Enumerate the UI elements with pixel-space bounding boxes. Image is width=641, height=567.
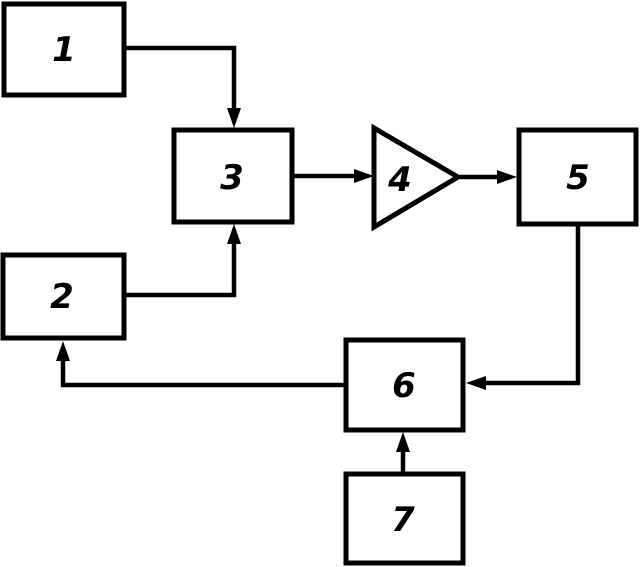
wire-5-to-6: [482, 225, 581, 386]
connections: [56, 45, 581, 474]
block-3-frame: [171, 127, 295, 225]
block-1: 1: [1, 1, 127, 98]
arrowhead-into-3-bottom: [227, 224, 241, 244]
block-7-label: 7: [391, 500, 415, 540]
block-6: 6: [343, 337, 466, 433]
block-3-label: 3: [220, 158, 244, 198]
arrowhead-into-6-bottom: [396, 432, 410, 452]
wire-1-to-3: [124, 45, 237, 112]
block-2: 2: [0, 252, 127, 341]
block-2-frame: [0, 252, 127, 341]
block-3: 3: [171, 127, 295, 225]
block-7: 7: [343, 471, 466, 566]
block-5-label: 5: [566, 158, 590, 198]
block-2-label: 2: [50, 277, 74, 317]
block-4-label: 4: [387, 160, 412, 200]
arrowhead-into-4: [354, 169, 374, 183]
block-4-triangle: [371, 123, 463, 232]
block-6-frame: [343, 337, 466, 433]
arrowhead-into-5: [497, 170, 517, 184]
wire-2-to-3: [124, 240, 237, 298]
wire-6-to-2: [60, 358, 346, 388]
block-7-frame: [343, 471, 466, 566]
arrowhead-into-3-top: [227, 108, 241, 128]
arrowhead-into-2: [56, 341, 70, 361]
block-1-frame: [1, 1, 127, 98]
block-5-frame: [516, 127, 639, 227]
block-5: 5: [516, 127, 639, 227]
block-1-label: 1: [52, 30, 76, 70]
block-6-label: 6: [392, 366, 416, 406]
block-4-amplifier: 4: [371, 123, 463, 232]
arrowhead-into-6-right: [466, 376, 486, 390]
